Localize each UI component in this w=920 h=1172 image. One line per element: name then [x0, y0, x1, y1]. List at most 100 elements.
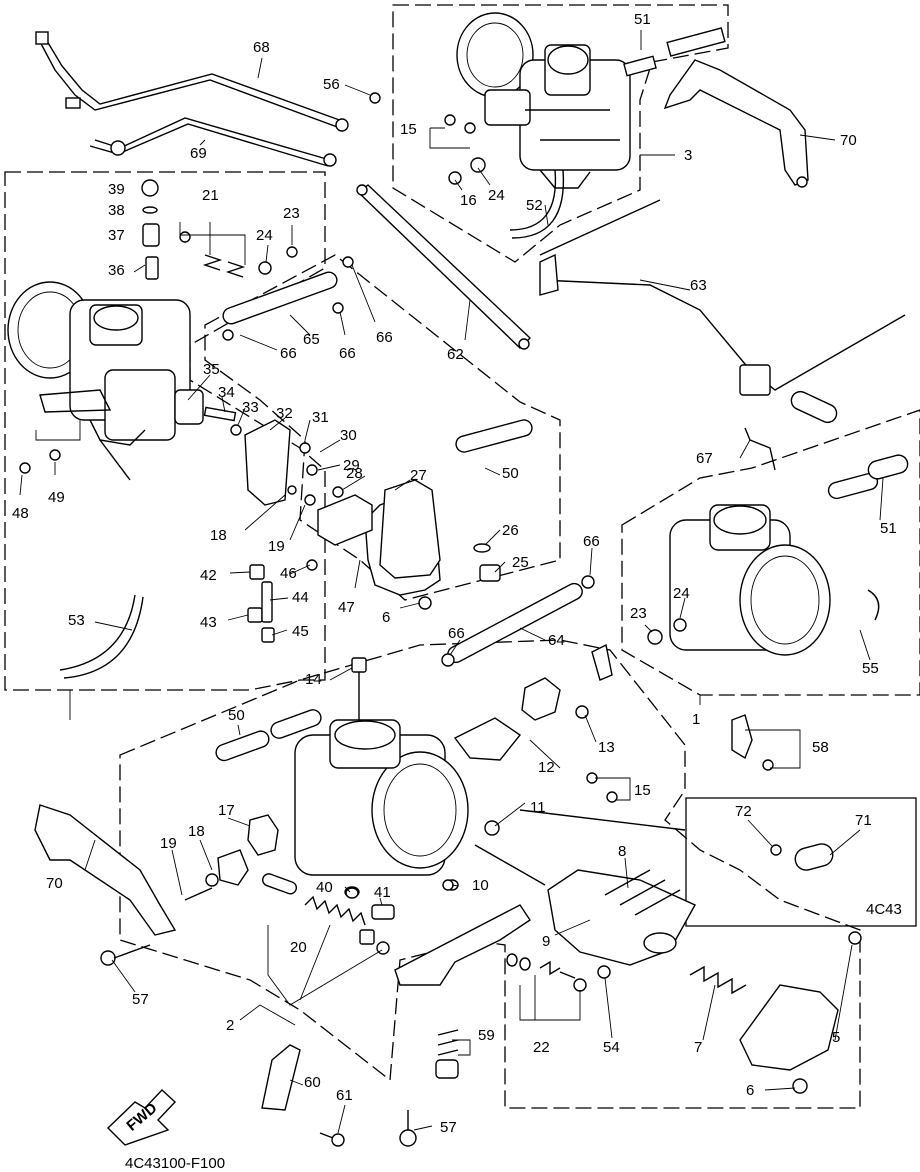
callout-label: 28	[346, 465, 363, 482]
fwd-arrow-icon: FWD	[107, 1089, 176, 1146]
callout-label: 7	[694, 1039, 702, 1056]
callout-label: 62	[447, 346, 464, 363]
callout-label: 17	[218, 802, 235, 819]
callout-label: 5	[832, 1029, 840, 1046]
callout-label: 64	[548, 632, 565, 649]
callout-label: 55	[862, 660, 879, 677]
callout-label: 41	[374, 884, 391, 901]
callout-label: 9	[542, 933, 550, 950]
diagram-code: 4C43100-F100	[125, 1155, 225, 1172]
callout-label: 21	[202, 187, 219, 204]
carburetor-top	[369, 12, 726, 239]
callout-label: 26	[502, 522, 519, 539]
callout-label: 1	[692, 711, 700, 728]
callout-label: 59	[478, 1027, 495, 1044]
callout-label: 18	[210, 527, 227, 544]
callout-label: 37	[108, 227, 125, 244]
cap-71-72	[770, 843, 834, 871]
callout-label: 25	[512, 554, 529, 571]
callout-label: 45	[292, 623, 309, 640]
callout-label: 43	[200, 614, 217, 631]
callout-label: 66	[583, 533, 600, 550]
callout-label: 56	[323, 76, 340, 93]
callout-label: 70	[46, 875, 63, 892]
callout-label: 60	[304, 1074, 321, 1091]
callout-label: 15	[634, 782, 651, 799]
callout-label: 49	[48, 489, 65, 506]
callout-label: 3	[684, 147, 692, 164]
callout-label: 72	[735, 803, 752, 820]
callout-label: 70	[840, 132, 857, 149]
cover-group	[506, 931, 862, 1094]
hose-assembly	[35, 31, 349, 167]
callout-label: 54	[603, 1039, 620, 1056]
callout-label: 67	[696, 450, 713, 467]
callout-label: 47	[338, 599, 355, 616]
callout-label: 30	[340, 427, 357, 444]
callout-label: 66	[280, 345, 297, 362]
callout-label: 39	[108, 181, 125, 198]
air-chamber	[547, 869, 696, 966]
callout-label: 20	[290, 939, 307, 956]
callout-label: 66	[376, 329, 393, 346]
callout-label: 27	[410, 467, 427, 484]
throttle-parts	[184, 814, 279, 901]
callout-label: 50	[502, 465, 519, 482]
callout-label: 32	[276, 405, 293, 422]
callout-label: 10	[472, 877, 489, 894]
callout-label: 31	[312, 409, 329, 426]
callout-label: 8	[618, 843, 626, 860]
callout-label: 6	[382, 609, 390, 626]
callout-label: 6	[746, 1082, 754, 1099]
callout-label: 14	[305, 671, 322, 688]
callout-label: 46	[280, 565, 297, 582]
small-parts	[345, 879, 454, 899]
callout-label: 71	[855, 812, 872, 829]
callout-label: 50	[228, 707, 245, 724]
callout-label: 16	[460, 192, 477, 209]
callout-label: 13	[598, 739, 615, 756]
callout-label: 51	[880, 520, 897, 537]
callout-label: 12	[538, 759, 555, 776]
bracket-70-bottom	[34, 804, 177, 966]
variant-box-label: 4C43	[866, 901, 902, 918]
callout-label: 24	[256, 227, 273, 244]
callout-label: 24	[673, 585, 690, 602]
callout-label: 40	[316, 879, 333, 896]
callout-labels: 51 56 68 15 3 70 69 16 24 52 39 21 38 23…	[12, 11, 897, 1136]
callout-label: 15	[400, 121, 417, 138]
callout-label: 2	[226, 1017, 234, 1034]
variant-box	[685, 797, 917, 927]
mounting-bracket	[261, 904, 531, 1147]
choke-rod-63	[539, 199, 906, 424]
diaphragm-group	[174, 389, 533, 643]
carburetor-right	[591, 427, 909, 771]
callout-label: 44	[292, 589, 309, 606]
callout-label: 69	[190, 145, 207, 162]
callout-label: 66	[339, 345, 356, 362]
carburetor-left	[7, 179, 298, 679]
callout-label: 53	[68, 612, 85, 629]
callout-label: 24	[488, 187, 505, 204]
linkage-rods	[222, 256, 354, 341]
callout-label: 63	[690, 277, 707, 294]
callout-label: 35	[203, 361, 220, 378]
spring-set-20	[262, 873, 390, 955]
choke-lever-62	[356, 184, 532, 350]
callout-label: 38	[108, 202, 125, 219]
callout-label: 57	[132, 991, 149, 1008]
callout-label: 48	[12, 505, 29, 522]
callout-label: 51	[634, 11, 651, 28]
callout-label: 29	[343, 457, 360, 474]
rod-11	[519, 809, 686, 831]
leader-lines	[19, 30, 884, 1134]
linkage-rod-64	[441, 575, 595, 667]
callout-label: 23	[283, 205, 300, 222]
callout-label: 42	[200, 567, 217, 584]
callout-label: 66	[448, 625, 465, 642]
callout-label: 36	[108, 262, 125, 279]
callout-label: 52	[526, 197, 543, 214]
callout-label: 61	[336, 1087, 353, 1104]
callout-label: 18	[188, 823, 205, 840]
